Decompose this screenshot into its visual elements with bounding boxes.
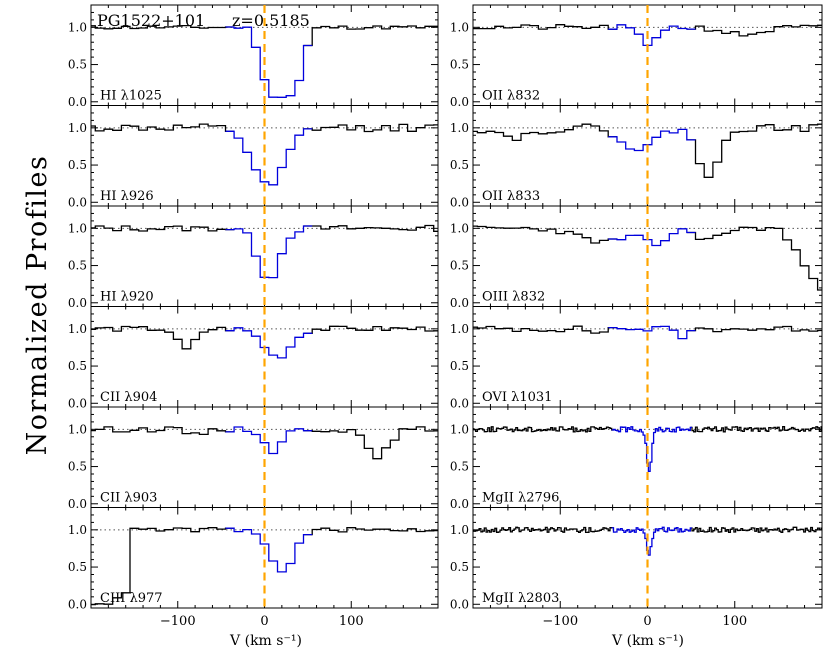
- panel: 0.0 0.5 1.0 HI λ1025: [68, 4, 439, 109]
- spectrum-line: [473, 123, 822, 178]
- component-line: [225, 26, 313, 98]
- y-tick-label: 0.5: [450, 560, 469, 574]
- y-tick-label: 0.5: [450, 359, 469, 373]
- y-tick-label: 1.0: [68, 20, 87, 34]
- y-tick-label: 1.0: [68, 422, 87, 436]
- component-line: [608, 228, 696, 247]
- spectrum-line: [473, 225, 822, 291]
- y-tick-label: 1.0: [450, 422, 469, 436]
- y-tick-label: 0.0: [450, 396, 469, 410]
- y-tick-label: 1.0: [68, 121, 87, 135]
- y-tick-label: 0.0: [68, 597, 87, 611]
- x-tick-label: 100: [722, 614, 747, 629]
- ion-label: CII λ903: [100, 491, 157, 506]
- ion-label: OVI λ1031: [482, 390, 552, 405]
- panel: 0.0 0.5 1.0 −100 0 100 CIII λ977: [68, 507, 439, 629]
- y-tick-label: 0.5: [68, 158, 87, 172]
- component-line: [608, 128, 696, 152]
- component-line: [225, 527, 313, 573]
- ion-label: MgII λ2803: [482, 591, 559, 606]
- spectrum-line: [473, 24, 822, 37]
- y-tick-label: 0.0: [450, 296, 469, 310]
- y-tick-label: 0.0: [68, 396, 87, 410]
- component-line: [225, 128, 313, 186]
- panel-grid: 0.0 0.5 1.0 HI λ1025 0.0 0.5 1.0 HI λ926 0.0 0.5 1…: [68, 4, 823, 629]
- y-tick-label: 0.0: [68, 195, 87, 209]
- spectrum-line: [91, 24, 438, 47]
- redshift-label: z=0.5185: [232, 11, 310, 30]
- component-line: [608, 24, 696, 47]
- spectrum-line: [473, 325, 822, 334]
- spectrum-line: [91, 527, 438, 606]
- y-tick-label: 1.0: [450, 221, 469, 235]
- ion-label: OIII λ832: [482, 290, 545, 305]
- y-tick-label: 0.5: [68, 359, 87, 373]
- x-tick-label: 0: [643, 614, 651, 629]
- ion-label: OII λ832: [482, 89, 540, 104]
- y-tick-label: 1.0: [450, 523, 469, 537]
- y-tick-label: 0.0: [68, 497, 87, 511]
- ion-label: CIII λ977: [100, 591, 163, 606]
- y-tick-label: 0.0: [68, 296, 87, 310]
- y-tick-label: 0.5: [450, 460, 469, 474]
- y-tick-label: 1.0: [450, 20, 469, 34]
- spectrum-line: [91, 123, 438, 133]
- component-line: [611, 426, 692, 472]
- y-tick-label: 1.0: [68, 221, 87, 235]
- y-tick-label: 0.0: [450, 95, 469, 109]
- panel: 0.0 0.5 1.0 HI λ920: [68, 205, 439, 310]
- x-axis-label-right: V (km s⁻¹): [611, 633, 684, 649]
- y-tick-label: 0.0: [450, 195, 469, 209]
- component-line: [225, 225, 313, 279]
- spectrum-line: [91, 224, 438, 232]
- y-tick-label: 0.0: [450, 497, 469, 511]
- ion-label: HI λ1025: [100, 89, 162, 104]
- y-tick-label: 1.0: [450, 121, 469, 135]
- panel: 0.0 0.5 1.0 −100 0 100 MgII λ2803: [450, 507, 823, 629]
- y-tick-label: 0.5: [450, 58, 469, 72]
- ion-label: HI λ920: [100, 290, 154, 305]
- y-tick-label: 1.0: [68, 322, 87, 336]
- y-tick-label: 0.5: [68, 259, 87, 273]
- spectrum-line: [473, 526, 822, 534]
- spectrum-line: [91, 325, 438, 350]
- y-axis-label: Normalized Profiles: [22, 155, 53, 456]
- ion-label: MgII λ2796: [482, 491, 559, 506]
- component-line: [225, 327, 313, 359]
- panel: 0.0 0.5 1.0 HI λ926: [68, 105, 439, 209]
- figure-title: PG1522+101: [97, 11, 205, 30]
- y-tick-label: 1.0: [450, 322, 469, 336]
- component-line: [608, 325, 696, 340]
- component-line: [225, 426, 313, 455]
- y-tick-label: 0.5: [450, 158, 469, 172]
- spectrum-line: [91, 426, 438, 460]
- ion-label: OII λ833: [482, 189, 540, 204]
- y-tick-label: 0.0: [450, 597, 469, 611]
- x-tick-label: 100: [339, 614, 364, 629]
- y-tick-label: 0.5: [68, 560, 87, 574]
- x-tick-label: −100: [542, 614, 578, 629]
- ion-label: HI λ926: [100, 189, 154, 204]
- x-tick-label: 0: [260, 614, 268, 629]
- component-line: [611, 526, 692, 556]
- y-tick-label: 0.5: [68, 460, 87, 474]
- ion-label: CII λ904: [100, 390, 157, 405]
- spectrum-line: [473, 426, 822, 433]
- x-tick-label: −100: [160, 614, 196, 629]
- x-axis-label-left: V (km s⁻¹): [229, 633, 302, 649]
- y-tick-label: 0.5: [68, 58, 87, 72]
- y-tick-label: 1.0: [68, 523, 87, 537]
- y-tick-label: 0.0: [68, 95, 87, 109]
- y-tick-label: 0.5: [450, 259, 469, 273]
